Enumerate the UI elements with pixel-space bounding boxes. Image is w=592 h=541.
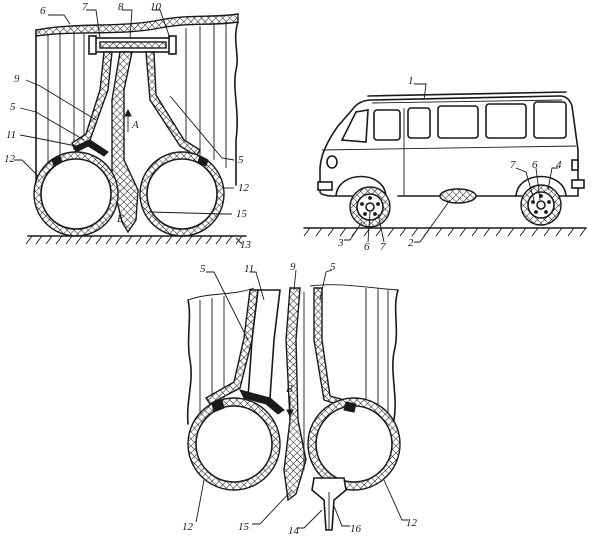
front-wheel-arch: [335, 175, 387, 197]
figure-right-van: 1 7 6 4 3 6 7 2: [303, 75, 587, 253]
label-12: 12: [4, 153, 16, 165]
label-1: 1: [408, 75, 414, 87]
front-wheel-hub: [365, 202, 375, 212]
bolt-head-right: [168, 35, 177, 55]
label-15-bottom: 15: [238, 521, 250, 533]
label-6-van-bottom: 6: [364, 241, 370, 253]
bottom-right-tube-inner: [315, 405, 393, 483]
leader-lines-left: [14, 9, 243, 245]
bottom-outer-wall-right: [392, 289, 399, 421]
label-6: 6: [40, 5, 46, 17]
arrow-b-head: [286, 409, 294, 418]
label-7-van: 7: [510, 159, 516, 171]
label-5: 5: [10, 101, 16, 113]
bottom-gasket-strip: [239, 389, 285, 415]
right-tube-inner: [146, 158, 218, 230]
front-bumper: [317, 181, 333, 191]
leader-lines-bottom: [195, 269, 408, 529]
van-roof-line: [371, 99, 563, 104]
label-15: 15: [236, 208, 248, 220]
label-11-bottom: 11: [244, 263, 254, 275]
label-16: 16: [350, 523, 362, 535]
label-12-bottom-left: 12: [182, 521, 194, 533]
label-2: 2: [408, 237, 414, 249]
label-5-bottom-right: 5: [330, 261, 336, 273]
label-4: 4: [556, 159, 562, 171]
bolt-head-left: [88, 35, 97, 55]
windshield: [340, 109, 369, 143]
underbody-device: [439, 188, 477, 204]
label-12-bottom-right: 12: [406, 517, 418, 529]
bottom-right-tube-notch: [343, 401, 357, 413]
label-a: A: [131, 119, 139, 131]
label-7: 7: [82, 1, 88, 13]
label-12-right: 12: [238, 182, 250, 194]
label-3: 3: [337, 237, 344, 249]
label-11: 11: [6, 129, 16, 141]
van-ground-hatching: [303, 227, 587, 237]
leader-lines-van: [344, 83, 558, 243]
label-5-right: 5: [238, 154, 244, 166]
label-5-bottom-left: 5: [200, 263, 206, 275]
bottom-right-profile-arm: [313, 287, 359, 411]
window-3: [437, 105, 479, 139]
arrow-a-head: [124, 108, 132, 117]
label-13: 13: [240, 239, 252, 251]
label-6-van: 6: [532, 159, 538, 171]
clamp-bar-core: [99, 41, 167, 49]
rear-wheel-hub: [536, 200, 546, 210]
bottom-left-tube-notch: [211, 399, 225, 413]
bottom-longitudinal-lines: [199, 288, 389, 420]
ground-hatching: [25, 235, 243, 245]
center-wedge: [111, 51, 139, 234]
headlight: [326, 155, 338, 169]
top-cover-plate: [35, 13, 239, 37]
bottom-outer-wall-left: [186, 299, 192, 425]
label-9-bottom: 9: [290, 261, 296, 273]
inner-profile-left-arm: [71, 51, 113, 149]
window-2: [407, 107, 431, 139]
figure-left-cross-section: 6 7 8 10 9 5 11 12 A 5 12 15 E 13: [4, 1, 252, 251]
van-roof-rail: [367, 91, 567, 97]
label-7-van-bottom: 7: [380, 241, 386, 253]
rear-wheel-bolts: [531, 194, 551, 214]
inner-profile-right-arm: [145, 51, 201, 157]
label-b: B: [286, 383, 293, 395]
window-4: [485, 103, 527, 139]
rear-light: [571, 159, 579, 171]
bottom-center-wedge: [283, 287, 307, 502]
outer-wall-right: [234, 21, 239, 186]
rear-wheel-arch: [515, 175, 567, 197]
label-e: E: [116, 213, 124, 225]
right-tube-notch: [197, 155, 209, 167]
window-1: [373, 109, 401, 141]
window-5: [533, 101, 567, 139]
bottom-break-line-right: [309, 284, 399, 291]
figure-bottom-section: 5 11 9 5 B 12 15 14 16 12: [182, 261, 418, 537]
bottom-break-line-left: [187, 287, 255, 301]
body-belt-line: [321, 145, 577, 151]
label-14: 14: [288, 525, 300, 537]
label-10: 10: [150, 1, 162, 13]
longitudinal-lines-right: [185, 22, 227, 168]
left-tube-notch: [51, 155, 63, 167]
front-wheel-bolts: [360, 196, 380, 216]
label-8: 8: [118, 1, 124, 13]
left-tube-inner: [40, 158, 112, 230]
label-9: 9: [14, 73, 20, 85]
rear-bumper: [571, 179, 585, 189]
longitudinal-lines-left: [47, 34, 85, 165]
bottom-left-tube-inner: [195, 405, 273, 483]
